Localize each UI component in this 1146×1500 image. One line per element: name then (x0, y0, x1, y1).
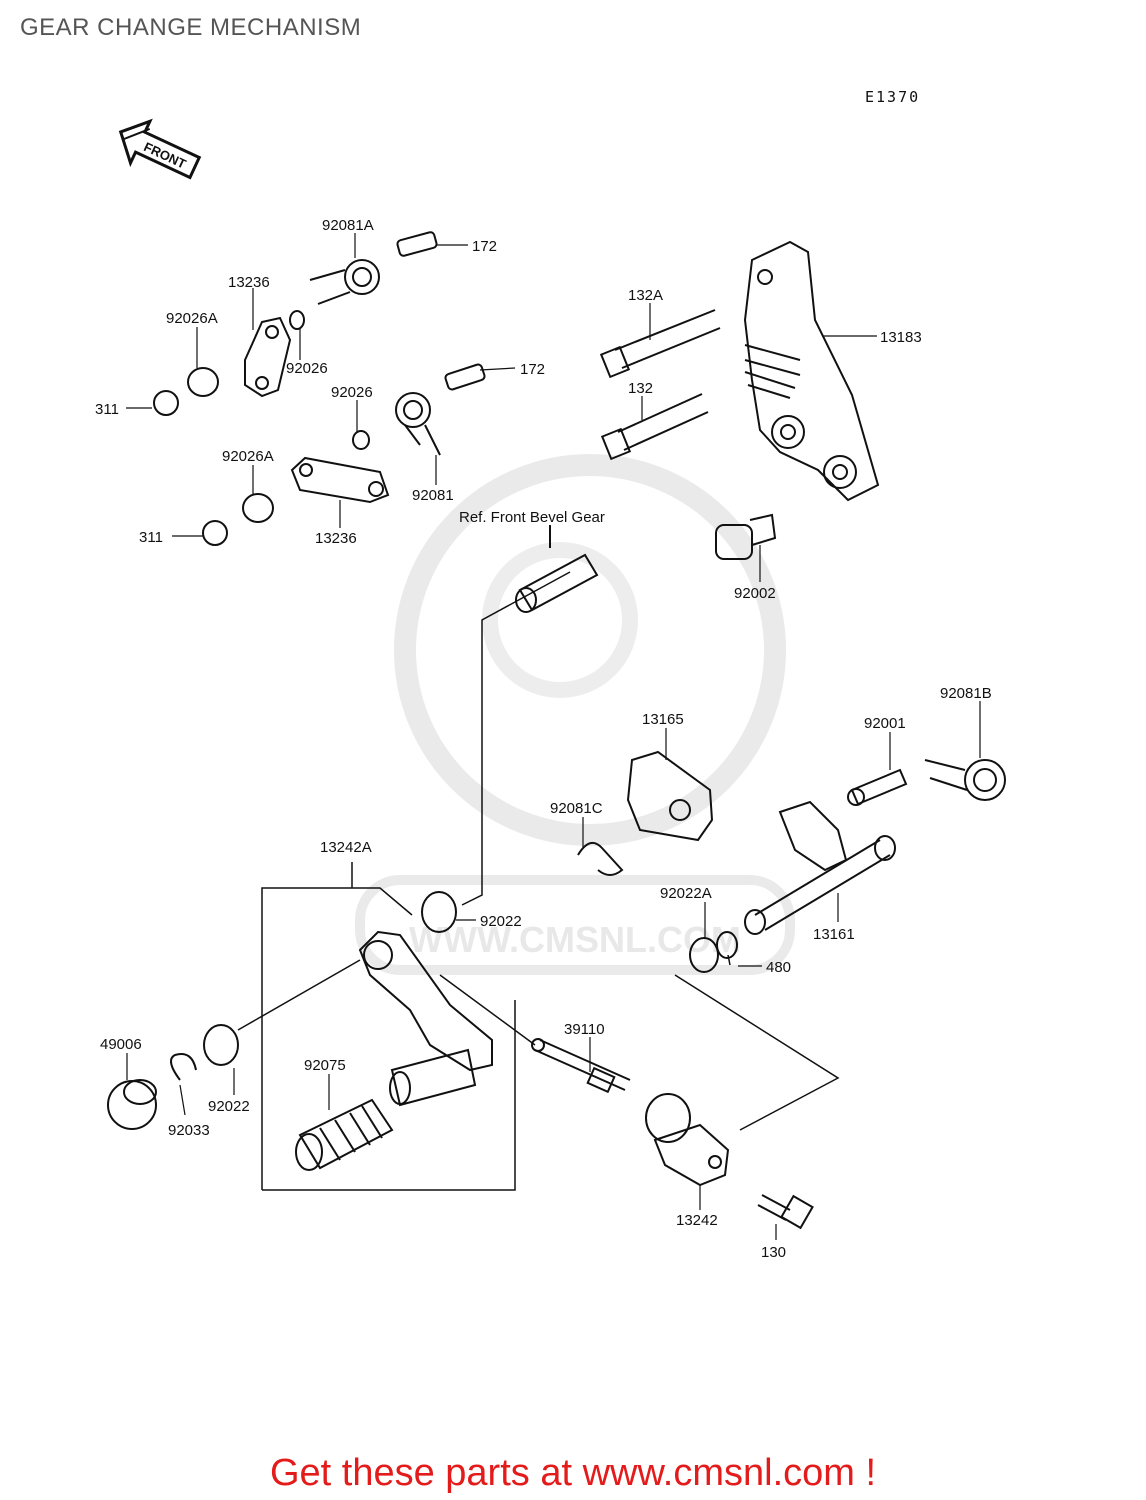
tie-rod-39110 (531, 1038, 631, 1094)
upper-washer-92026 (289, 310, 305, 330)
leader-lines (126, 233, 981, 1240)
label-13165: 13165 (642, 711, 684, 728)
upper-pin-172 (396, 231, 438, 257)
lever-13242 (645, 1093, 730, 1187)
pedal-13242A (358, 930, 493, 1107)
washer-92022-top (421, 891, 457, 933)
label-13242: 13242 (676, 1212, 718, 1229)
pin-92001 (847, 768, 908, 806)
promo-banner[interactable]: Get these parts at www.cmsnl.com ! (269, 1452, 877, 1494)
bolt-92002 (715, 513, 777, 560)
front-arrow-icon: FRONT (118, 118, 202, 180)
label-480: 480 (766, 959, 791, 976)
upper-lever-13236 (244, 316, 292, 398)
label-92026A-upper: 92026A (166, 310, 218, 327)
label-132: 132 (628, 380, 653, 397)
label-92081A: 92081A (322, 217, 374, 234)
label-92033: 92033 (168, 1122, 210, 1139)
bolt-132 (600, 393, 709, 461)
label-92026-upper: 92026 (286, 360, 328, 377)
shaft-dashline (461, 571, 571, 906)
e-clip-92033 (170, 1053, 197, 1081)
part-labels: 92081A 172 13236 92026A 92026 311 172 92… (95, 217, 992, 1261)
label-92022A: 92022A (660, 885, 712, 902)
upper-washer-92026A (187, 367, 219, 397)
diagram-code: E1370 (865, 88, 921, 106)
cap-49006 (107, 1079, 157, 1130)
washer-92022A (689, 937, 719, 973)
circlip-480 (716, 931, 738, 959)
lower-pin-172 (444, 363, 486, 391)
clip-92081C (577, 841, 624, 876)
lower-washer-92026A (242, 493, 274, 523)
label-92081C: 92081C (550, 800, 603, 817)
label-132A: 132A (628, 287, 663, 304)
label-92081B: 92081B (940, 685, 992, 702)
upper-nut-311 (153, 390, 179, 416)
label-13236-upper: 13236 (228, 274, 270, 291)
shift-shaft-13161 (744, 800, 896, 935)
label-92001: 92001 (864, 715, 906, 732)
watermark-text: WWW.CMSNL.COM (409, 919, 741, 960)
label-92002: 92002 (734, 585, 776, 602)
label-13161: 13161 (813, 926, 855, 943)
label-92022-top: 92022 (480, 913, 522, 930)
label-172-lower: 172 (520, 361, 545, 378)
label-92026-lower: 92026 (331, 384, 373, 401)
plate-13165 (626, 750, 714, 842)
label-311-lower: 311 (139, 529, 163, 546)
spring-92081B (924, 759, 1006, 801)
label-13242A: 13242A (320, 839, 372, 856)
label-13236-lower: 13236 (315, 530, 357, 547)
label-311-upper: 311 (95, 401, 119, 418)
rod-axis-line (439, 974, 536, 1046)
lower-spring-92081 (395, 392, 441, 456)
upper-spring-92081A (309, 259, 380, 305)
label-92026A-lower: 92026A (222, 448, 274, 465)
lower-lever-13236 (290, 456, 390, 504)
footpeg-rubber-92075 (295, 1098, 394, 1171)
label-49006: 49006 (100, 1036, 142, 1053)
bracket-13183 (743, 240, 880, 502)
washer-92022-left (203, 1024, 239, 1066)
label-92022-left: 92022 (208, 1098, 250, 1115)
diagram-title: GEAR CHANGE MECHANISM (20, 14, 362, 41)
label-13183: 13183 (880, 329, 922, 346)
label-172-upper: 172 (472, 238, 497, 255)
front-bevel-gear-shaft (515, 553, 599, 613)
label-39110: 39110 (564, 1021, 605, 1038)
label-92075: 92075 (304, 1057, 346, 1074)
bolt-130 (757, 1194, 814, 1230)
right-link-lines (674, 954, 840, 1131)
label-130: 130 (761, 1244, 786, 1261)
label-92081: 92081 (412, 487, 454, 504)
lower-nut-311 (202, 520, 228, 546)
bolt-132A (599, 309, 721, 379)
lower-washer-92026 (352, 430, 370, 450)
ref-front-bevel-gear: Ref. Front Bevel Gear (459, 509, 605, 526)
watermark: WWW.CMSNL.COM (355, 454, 795, 975)
pedal-group-bracket (261, 887, 516, 1191)
pedal-axis-line (237, 959, 361, 1031)
